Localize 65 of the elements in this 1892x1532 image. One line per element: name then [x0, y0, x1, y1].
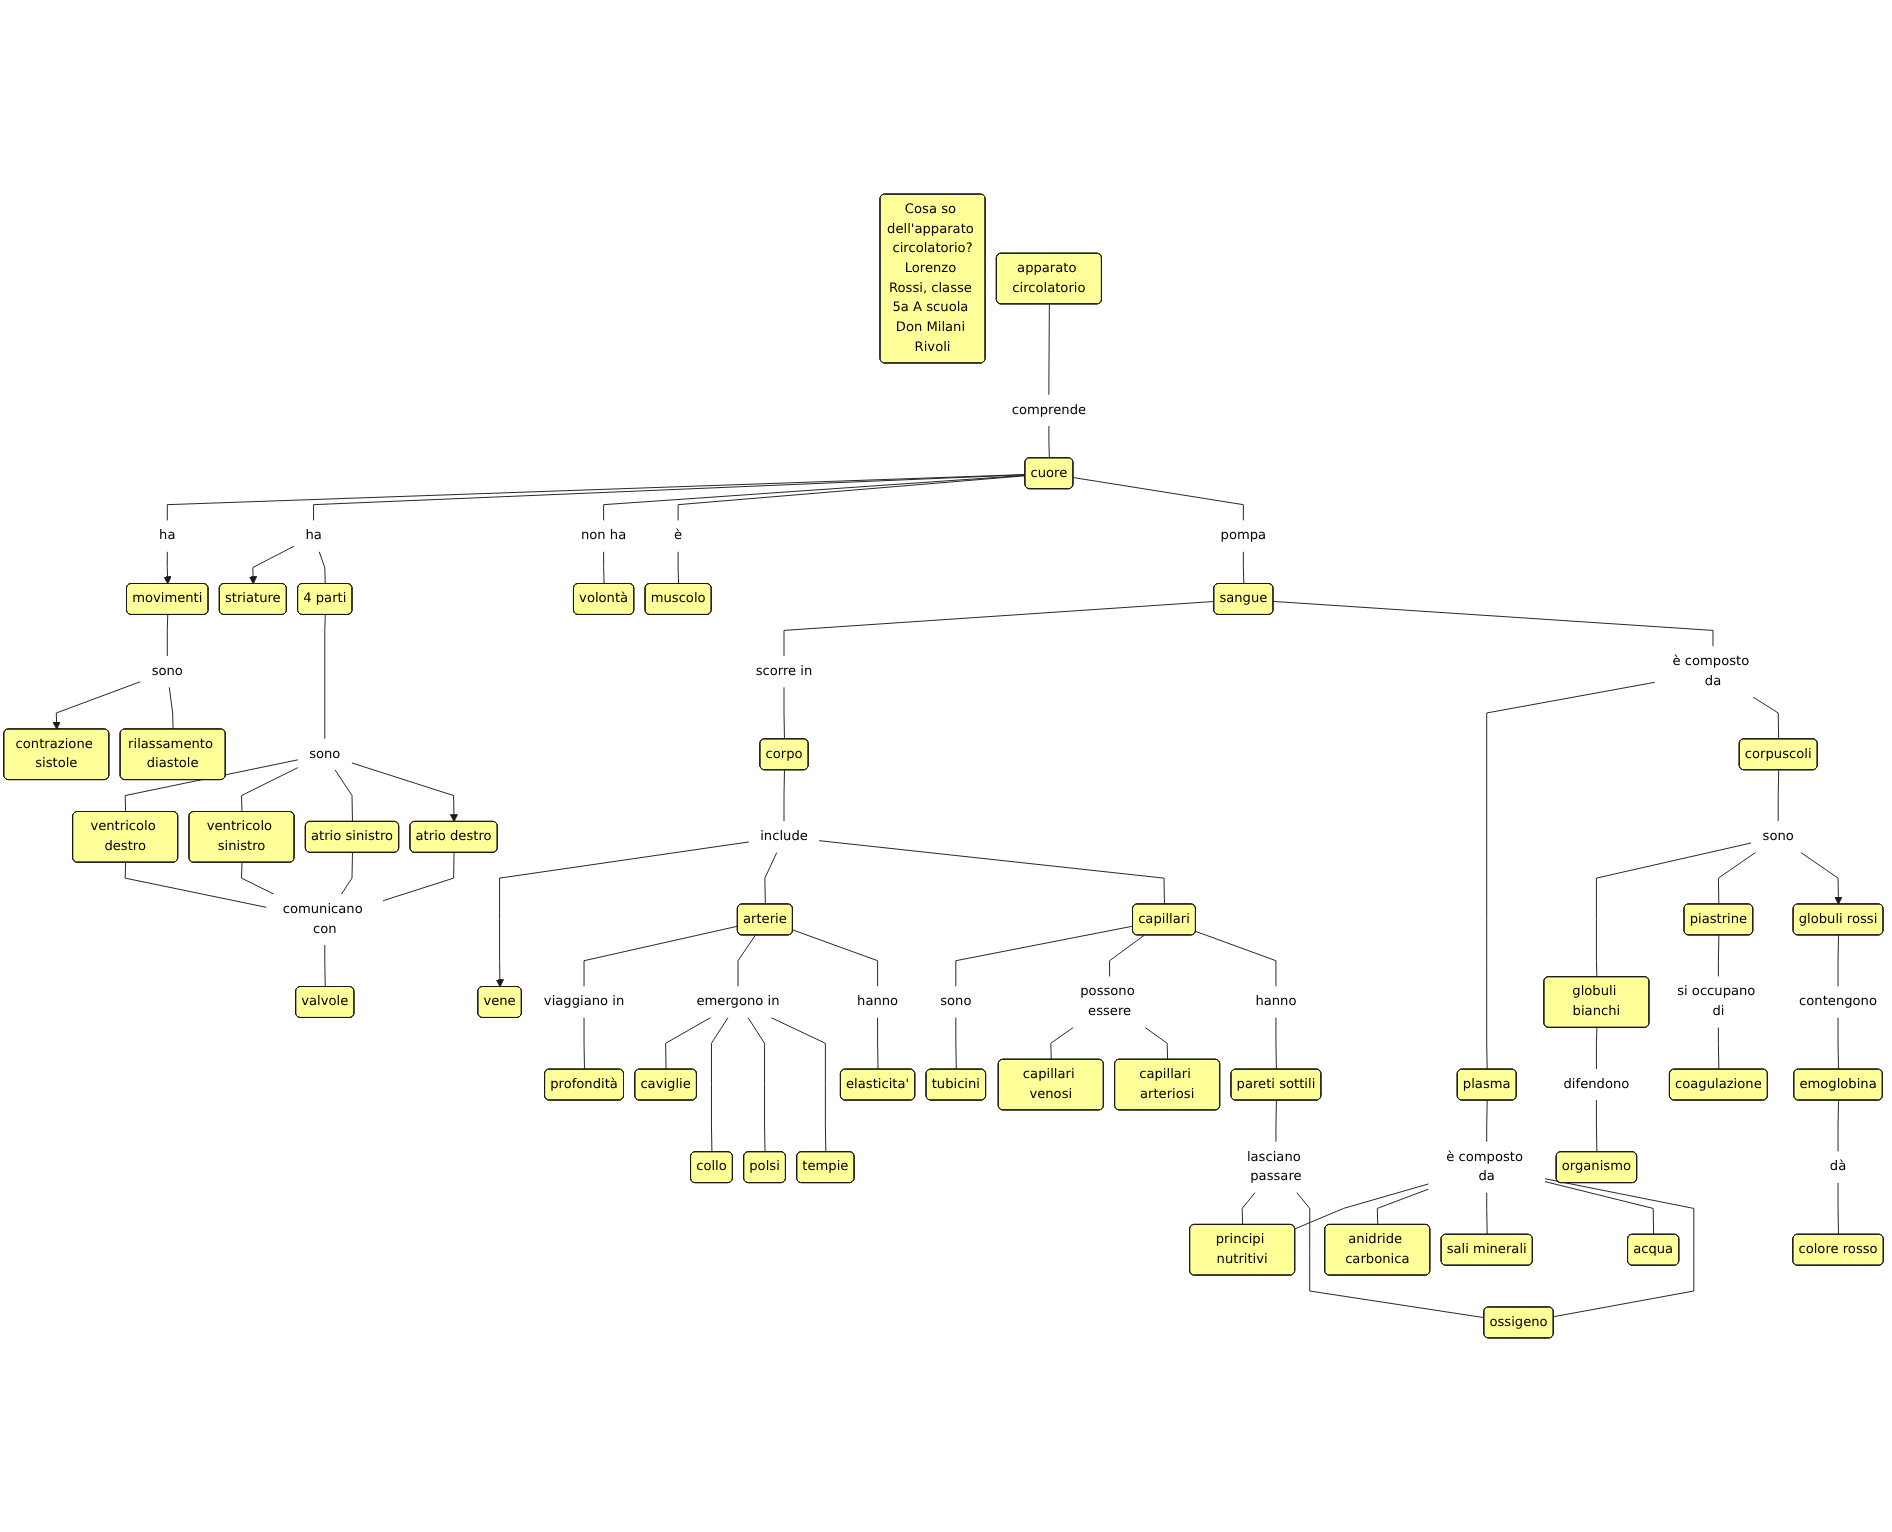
connector — [1717, 934, 1720, 978]
connector — [1544, 1181, 1655, 1236]
connector — [1296, 1192, 1485, 1319]
connector — [241, 767, 299, 813]
connector — [166, 474, 1026, 522]
connector — [677, 551, 680, 585]
connector — [1109, 934, 1145, 978]
connector — [1717, 851, 1757, 905]
connector — [1777, 769, 1780, 822]
connector — [1241, 1192, 1256, 1226]
connector — [318, 551, 326, 585]
connector — [764, 851, 778, 905]
connector — [1144, 1026, 1169, 1061]
connector — [324, 944, 326, 988]
connector — [783, 601, 1215, 657]
connector — [770, 1017, 827, 1153]
connector — [382, 852, 455, 902]
connector — [1717, 1026, 1720, 1071]
connector — [124, 759, 299, 813]
connector — [1595, 1099, 1598, 1153]
connector — [818, 840, 1165, 905]
connector — [1242, 551, 1245, 585]
connector — [603, 551, 605, 585]
connector — [1837, 1017, 1839, 1071]
connector — [1376, 1188, 1429, 1226]
connector — [334, 769, 353, 823]
connector — [737, 934, 756, 987]
connector — [1072, 477, 1244, 522]
connector — [1486, 1192, 1488, 1236]
connector — [1837, 1182, 1839, 1236]
connector — [1048, 303, 1050, 396]
connector — [1486, 1100, 1488, 1143]
connector — [955, 1017, 957, 1071]
connector — [1294, 1183, 1429, 1230]
connector — [1544, 1178, 1695, 1318]
connector — [1837, 1100, 1839, 1153]
connector — [1837, 934, 1839, 987]
connector — [1273, 600, 1714, 647]
connector — [792, 929, 879, 987]
connector — [783, 686, 785, 740]
connector — [747, 1017, 766, 1153]
connector — [955, 925, 1134, 987]
connector — [1275, 1100, 1277, 1143]
connector — [1048, 425, 1050, 459]
connector — [1050, 1026, 1074, 1061]
connector — [324, 614, 326, 740]
connector — [665, 1017, 712, 1071]
connector — [877, 1017, 879, 1071]
connector — [711, 1017, 729, 1153]
connector — [1195, 931, 1277, 987]
connector — [241, 862, 275, 895]
connector — [783, 769, 785, 822]
connector — [677, 475, 1026, 522]
connector — [1595, 842, 1752, 978]
connector — [1275, 1017, 1277, 1071]
connector — [583, 925, 739, 987]
connector — [313, 474, 1026, 522]
connector — [341, 852, 353, 895]
connector — [124, 862, 268, 908]
connector — [166, 614, 169, 657]
connector — [583, 1017, 585, 1071]
connector — [603, 474, 1026, 522]
connector — [168, 686, 174, 730]
connector — [1595, 1027, 1598, 1070]
connector — [1486, 681, 1656, 1071]
